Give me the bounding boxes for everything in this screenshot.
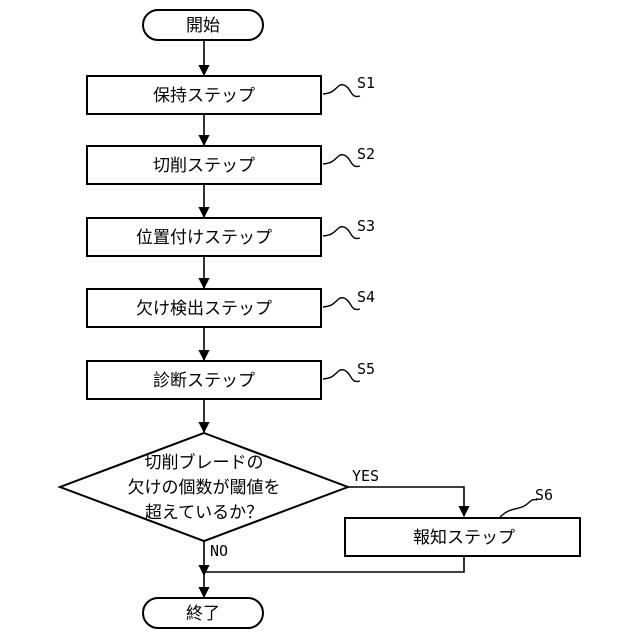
step-s1-ref: S1: [357, 74, 375, 92]
step-s3-ref: S3: [357, 217, 375, 235]
end-label: 終了: [186, 604, 220, 624]
step-s4-ref: S4: [357, 288, 375, 306]
step-s4: 欠け検出ステップ S4: [87, 288, 375, 327]
step-s5: 診断ステップ S5: [87, 360, 375, 399]
step-s3: 位置付けステップ S3: [87, 217, 375, 256]
step-s5-label: 診断ステップ: [153, 371, 255, 391]
step-s6-leader: [500, 500, 537, 517]
step-s5-leader: [323, 370, 360, 382]
step-s1-label: 保持ステップ: [153, 86, 255, 106]
step-s6: 報知ステップ S6: [345, 486, 580, 556]
no-branch: NO: [204, 541, 228, 597]
step-s3-label: 位置付けステップ: [136, 228, 272, 248]
step-s1: 保持ステップ S1: [87, 74, 375, 114]
arrow-yes-to-s6: [348, 487, 464, 516]
start-label: 開始: [186, 16, 220, 36]
step-s4-label: 欠け検出ステップ: [136, 299, 272, 319]
decision-line-1: 切削ブレードの: [145, 452, 264, 473]
step-s6-label: 報知ステップ: [413, 528, 515, 548]
step-s2: 切削ステップ S2: [87, 145, 375, 184]
yes-label: YES: [352, 467, 379, 485]
start-terminal: 開始: [143, 10, 263, 40]
decision-line-3: 超えているか？: [145, 503, 263, 523]
step-s2-leader: [323, 155, 360, 167]
step-s3-leader: [323, 227, 360, 239]
no-label: NO: [210, 542, 228, 560]
step-s4-leader: [323, 298, 360, 310]
step-s5-ref: S5: [357, 360, 375, 378]
decision-line-2: 欠けの個数が閾値を: [128, 478, 281, 498]
decision-diamond: 切削ブレードの 欠けの個数が閾値を 超えているか？: [60, 433, 348, 541]
end-terminal: 終了: [143, 598, 263, 628]
yes-branch: YES: [348, 467, 464, 516]
step-s1-leader: [323, 85, 360, 97]
step-s2-ref: S2: [357, 145, 375, 163]
step-s6-ref: S6: [535, 486, 553, 504]
return-s6-to-main: [204, 556, 464, 572]
step-s2-label: 切削ステップ: [153, 156, 255, 176]
